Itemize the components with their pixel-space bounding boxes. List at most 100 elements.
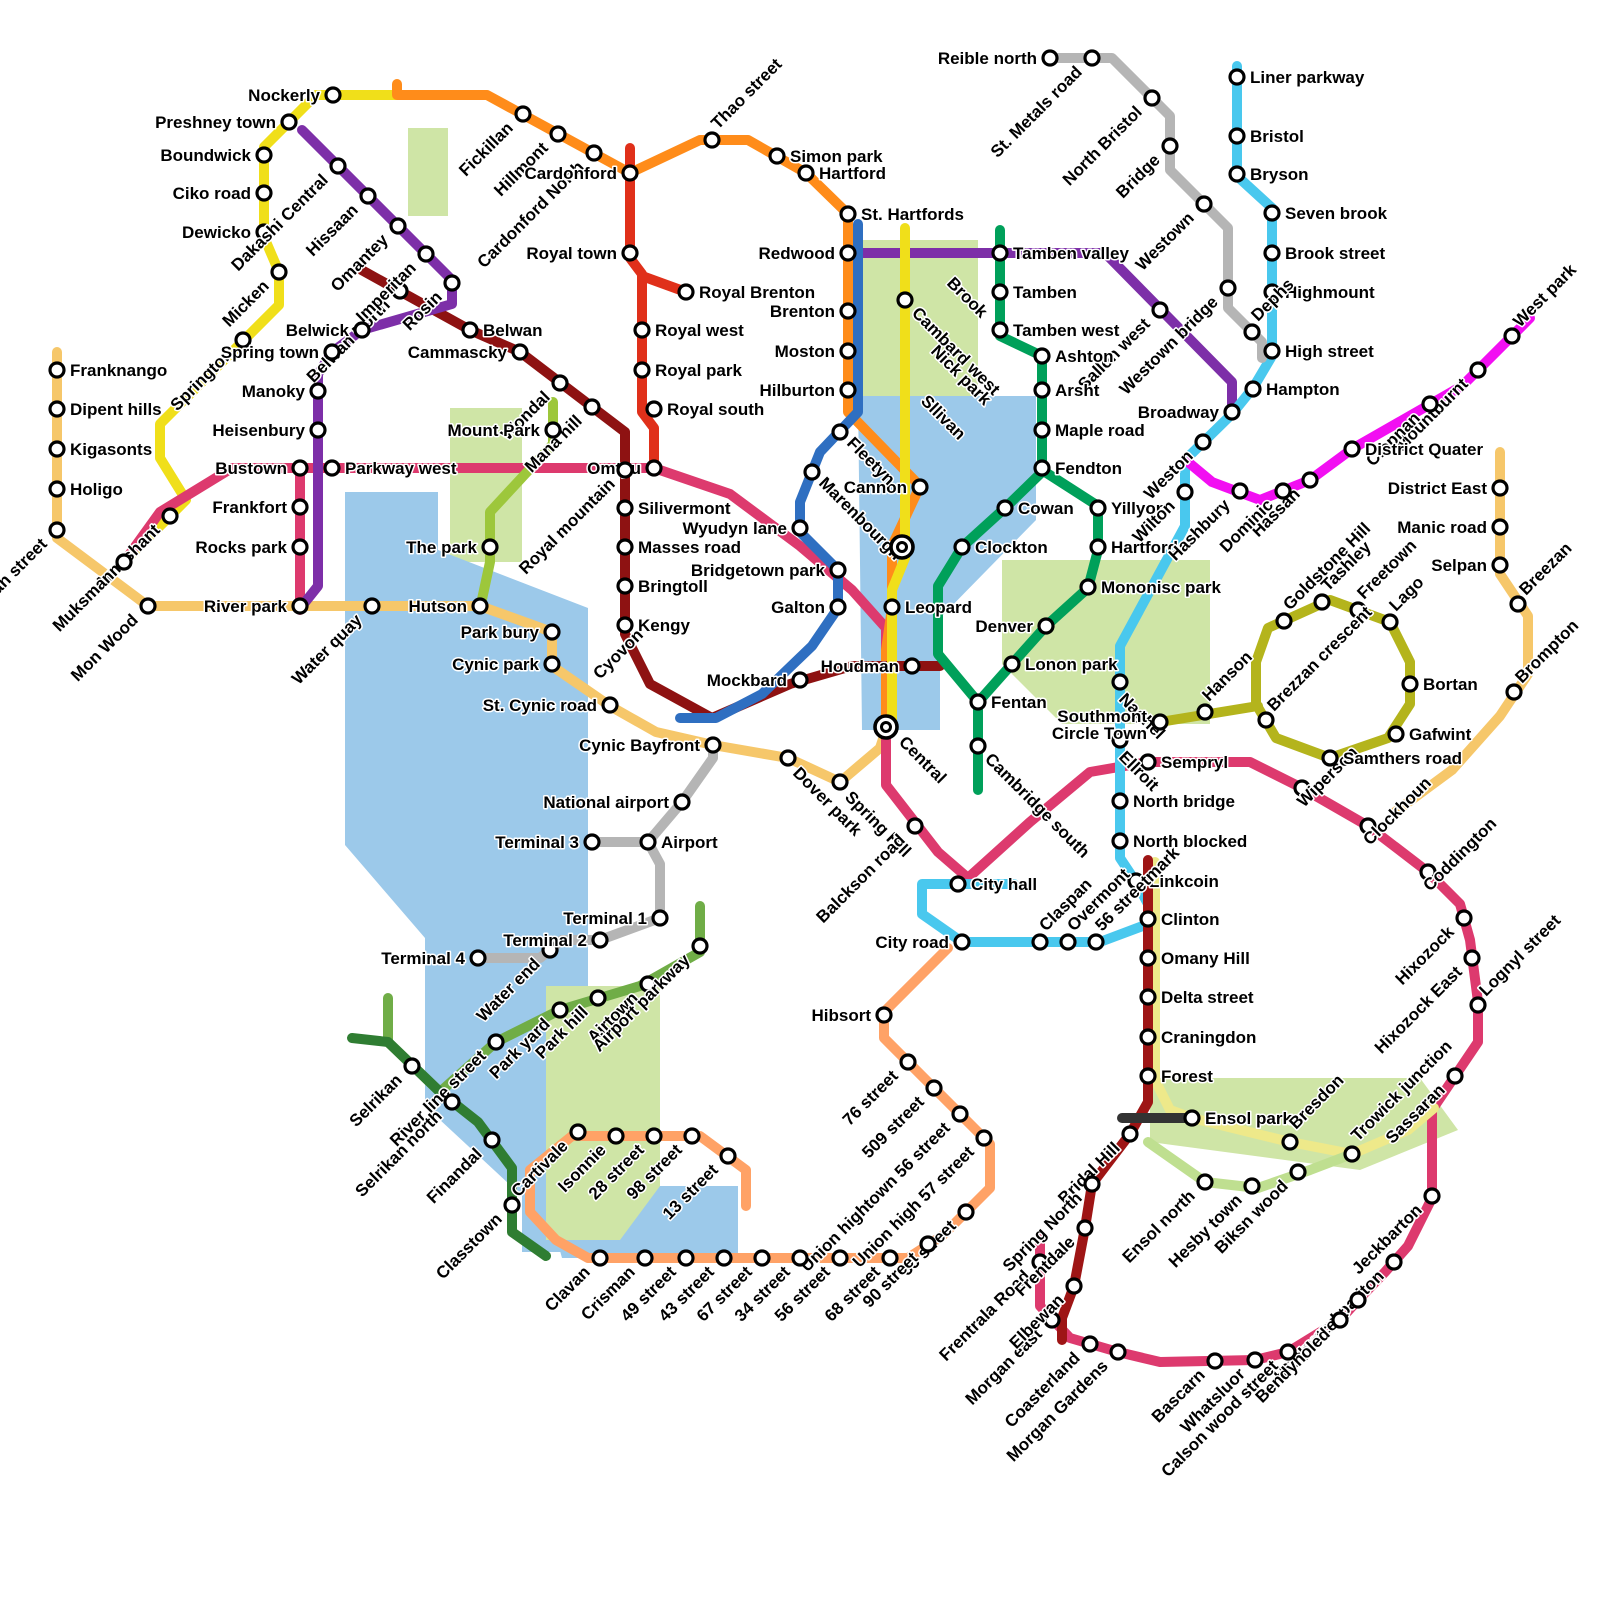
station-terminal-1[interactable]: Terminal 1 [562,908,669,930]
station-marker[interactable] [1491,518,1509,536]
station-marker[interactable] [255,146,273,164]
station-marker[interactable] [677,1249,695,1267]
station-marker[interactable] [1139,1067,1157,1085]
station-marker[interactable] [549,125,567,143]
station-marker[interactable] [589,989,607,1007]
station-marker[interactable] [621,164,639,182]
station-park-bury[interactable]: Park bury [459,622,561,644]
station-marker[interactable] [1243,323,1261,341]
station-marker[interactable] [1387,725,1405,743]
station-marker[interactable] [875,1006,893,1024]
station-finandal[interactable]: Finandal [421,1131,501,1209]
station-marker[interactable] [1033,347,1051,365]
station-marker[interactable] [1469,361,1487,379]
station-marker[interactable] [1274,482,1292,500]
station-simon-park[interactable]: Simon park [768,146,885,168]
station-unnamed[interactable] [889,534,915,560]
station-marker[interactable] [1195,195,1213,213]
station-boundwick[interactable]: Boundwick [159,145,273,167]
station-marker[interactable] [1223,403,1241,421]
station-marker[interactable] [1037,617,1055,635]
station-marker[interactable] [324,86,342,104]
station-marker[interactable] [1321,749,1339,767]
station-terminal-4[interactable]: Terminal 4 [380,948,487,970]
station-marker[interactable] [1111,832,1129,850]
station-marker[interactable] [1033,459,1051,477]
station-marker[interactable] [636,1249,654,1267]
station-royal-park[interactable]: Royal park [633,360,744,382]
station-marker[interactable] [1503,327,1521,345]
station-marker[interactable] [417,245,435,263]
station-bridgetown-park[interactable]: Bridgetown park [689,560,847,582]
station-marker[interactable] [1331,1311,1349,1329]
station-marker[interactable] [353,321,371,339]
station-marker[interactable] [389,217,407,235]
station-marker[interactable] [1083,1175,1101,1193]
station-marker[interactable] [616,461,634,479]
station-gafwint[interactable]: Gafwint [1387,724,1473,746]
station-marker[interactable] [829,561,847,579]
station-marker[interactable] [234,331,252,349]
station-marker[interactable] [703,131,721,149]
station-dakashi-central[interactable]: Dakashi Central [226,157,347,276]
station-delta-street[interactable]: Delta street [1139,987,1255,1009]
station-denver[interactable]: Denver [974,616,1055,638]
station-yillyon[interactable]: Yillyon [1089,498,1168,520]
station-marker[interactable] [683,1127,701,1145]
station-marker[interactable] [919,1235,937,1253]
station-marker[interactable] [1083,49,1101,67]
station-marker[interactable] [591,931,609,949]
station-marker[interactable] [1183,1109,1201,1127]
station-marker[interactable] [1246,1351,1264,1369]
station-royal-mountain[interactable]: Royal mountain [514,461,634,579]
station-marker[interactable] [1219,279,1237,297]
station-marker[interactable] [1301,471,1319,489]
station-marker[interactable] [1263,244,1281,262]
station-marker[interactable] [323,459,341,477]
station-marker[interactable] [551,374,569,392]
station-cynic-bayfront[interactable]: Cynic Bayfront [578,735,722,757]
station-marker[interactable] [645,400,663,418]
station-marker[interactable] [616,538,634,556]
station-marker[interactable] [1139,949,1157,967]
station-marker[interactable] [1313,593,1331,611]
station-preshney-town[interactable]: Preshney town [154,112,298,134]
station-marker[interactable] [1031,1253,1049,1271]
station-marker[interactable] [1279,1343,1297,1361]
station-marker[interactable] [48,480,66,498]
station-marker[interactable] [1151,713,1169,731]
station-tamben-valley[interactable]: Tamben valley [991,243,1131,265]
station-marker[interactable] [1033,381,1051,399]
station-clockton[interactable]: Clockton [953,537,1049,559]
station-brenton[interactable]: Brenton [768,301,857,323]
station-marker[interactable] [1343,1145,1361,1163]
station-marker[interactable] [1263,342,1281,360]
station-marker[interactable] [1079,578,1097,596]
station-marker[interactable] [1275,612,1293,630]
station-marker[interactable] [797,164,815,182]
station-broadway[interactable]: Broadway [1136,402,1241,424]
station-marker[interactable] [633,321,651,339]
station-marker[interactable] [255,184,273,202]
station-marker[interactable] [1446,1067,1464,1085]
station-cammascky[interactable]: Cammascky [406,342,529,364]
station-lago[interactable]: Lago [1381,571,1429,631]
station-dewicko[interactable]: Dewicko [181,222,273,244]
station-marker[interactable] [1043,1311,1061,1329]
station-marker[interactable] [1041,49,1059,67]
station-marker[interactable] [569,1123,587,1141]
station-marker[interactable] [1194,433,1212,451]
station-marker[interactable] [1139,910,1157,928]
station-marker[interactable] [883,598,901,616]
station-marker[interactable] [551,1001,569,1019]
station-marker[interactable] [1109,1343,1127,1361]
station-silivermont[interactable]: Silivermont [616,498,732,520]
station-marker[interactable] [514,105,532,123]
station-marker[interactable] [1349,601,1367,619]
station-marker[interactable] [503,1196,521,1214]
station-hartford[interactable]: Hartford [1089,537,1180,559]
station-marker[interactable] [1243,1177,1261,1195]
station-st-hartfords[interactable]: St. Hartfords [839,204,965,226]
station-marker[interactable] [621,244,639,262]
